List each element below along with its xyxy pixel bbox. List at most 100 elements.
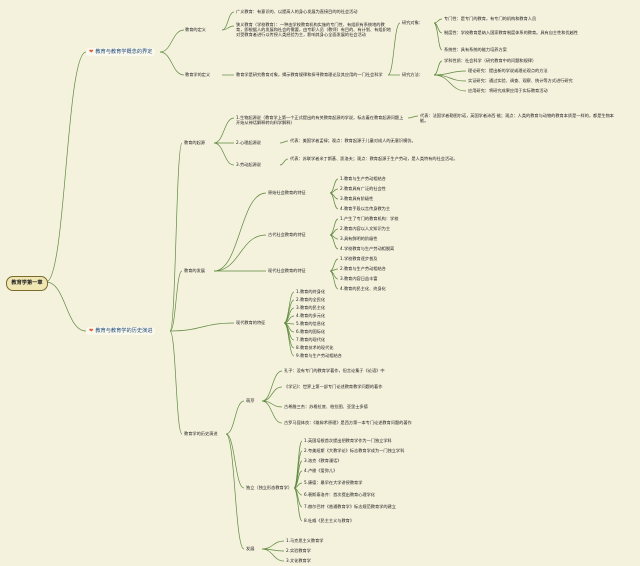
dev-group-2-item-1: 1.产生了专门的教育机构：学校 (340, 216, 399, 221)
node-development[interactable]: 教育的发展 (184, 268, 205, 273)
trend-3: 3.教育的民主化 (296, 305, 326, 310)
node-research-methods[interactable]: 研究方法： (402, 72, 423, 77)
indep-6: 6.裴斯泰洛齐：首次提出教育心理学化 (304, 492, 375, 497)
dev-group-3-item-1: 1.学校教育逐步普及 (340, 256, 378, 261)
trend-7: 7.教育的现代化 (296, 337, 326, 342)
dev-group-2-item-4: 4.学校教育与生产劳动相脱离 (340, 246, 395, 251)
connector-line (387, 22, 401, 76)
connector-line (279, 140, 289, 144)
research-method-4: 应用研究：将研究成果应用于实际教育活动 (468, 88, 548, 93)
connector-line (225, 400, 245, 435)
connector-line (213, 192, 267, 272)
node-education-def[interactable]: 教育的定义 (185, 27, 206, 32)
connector-line (213, 234, 267, 272)
connector-line (433, 22, 443, 51)
connector-line (283, 322, 295, 349)
connector-line (279, 158, 289, 166)
connector-line (261, 370, 283, 402)
indep-2: 2.夸美纽斯《大教学论》标志教育学成为一门独立学科 (304, 448, 405, 453)
root-node[interactable]: 教育学第一章 (6, 276, 48, 291)
connector-line (261, 540, 285, 550)
indep-1: 1.英国培根首次提出把教育学作为一门独立学科 (304, 438, 392, 443)
research-object-1: 专门性：是专门的教育，有专门的机构和教育人员 (444, 16, 537, 21)
dev-group-3[interactable]: 现代社会教育的特征 (268, 268, 306, 273)
growth-1: 1.马克思主义教育学 (286, 538, 324, 543)
connector-line (225, 433, 245, 489)
connector-line (221, 25, 235, 31)
node-pedagogy-text: 教育学是研究教育对象，揭示教育规律和探寻教育理论及其应用的一门社会科学 (236, 72, 383, 77)
history-sprout[interactable]: 萌芽 (246, 398, 255, 403)
heart-icon: ❤ (89, 328, 94, 334)
research-object-2: 制度性：学校教育是纳入国家教育制度体系的教育。具有自主性和优越性 (444, 30, 579, 35)
connector-line (45, 51, 87, 283)
connector-line (261, 548, 285, 562)
branch-definitions[interactable]: ❤教育与教育学概念的界定 (86, 48, 156, 56)
origin-2-note: 代表：美国学者孟禄；观点：教育起源于儿童对成人的无意识模仿。 (290, 138, 416, 143)
trend-8: 8.教育技术的现代化 (296, 345, 334, 350)
trend-9: 9.教育与生产劳动相结合 (296, 353, 342, 358)
connector-line (169, 270, 183, 332)
connector-line (261, 400, 283, 424)
sprout-1: 孔子：没有专门的教育学著作，但言论集于《论语》中 (284, 368, 385, 373)
branch-history-title: 教育与教育学的历史演进 (95, 328, 153, 334)
origin-1: 1.生物起源说（教育学上第一个正式提出的有关教育起源的学说，标志着在教育起源问题… (236, 115, 404, 126)
connector-line (225, 433, 245, 550)
indep-4: 4.卢梭《爱弥儿》 (304, 468, 338, 473)
research-method-3: 实证研究：通过实验、调查、观察、统计等方式进行研究 (468, 78, 573, 83)
connector-line (407, 115, 419, 119)
connector-line (433, 60, 443, 76)
connector-line (433, 74, 467, 92)
research-object-3: 系统性：具有系统的能力培养方案 (444, 47, 507, 52)
node-education-broad: 广义教育：有意识的、以提高人的身心发展为直接目的的社会活动 (236, 9, 358, 14)
node-education-narrow: 狭义教育（学校教育）：一种由学校教育机构实施的专门性、有组织有系统地的教育，即根… (236, 22, 391, 38)
heart-icon: ❤ (89, 49, 94, 55)
connector-line (329, 270, 339, 290)
node-research-objects[interactable]: 研究对象： (402, 20, 423, 25)
origin-3-note: 代表：苏联学者米丁斯基、凯洛夫；观点：教育起源于生产劳动，是人类特有的社会活动。 (290, 156, 458, 161)
dev-group-1-item-1: 1.教育与生产劳动相结合 (340, 176, 386, 181)
node-pedagogy-def[interactable]: 教育学的定义 (185, 72, 211, 77)
connector-line (293, 487, 303, 522)
origin-1-note: 代表：法国学者勒图尔诺，英国学者沛西·能；观点：人类的教育与动物的教育本质是一样… (420, 113, 614, 124)
sprout-2: 《学记》：世界上第一部专门论述教育教学问题的著作 (284, 384, 383, 389)
connector-line (159, 29, 185, 53)
node-trends[interactable]: 现代教育的特征 (236, 320, 266, 325)
connector-line (329, 192, 339, 210)
trend-2: 2.教育的全民化 (296, 297, 326, 302)
sprout-3: 古希腊三杰：苏格拉底、柏拉图、亚里士多德 (284, 404, 368, 409)
sprout-4: 古罗马昆体良：《雄辩术原理》是西方第一本专门论述教育问题的著作 (284, 420, 412, 425)
dev-group-2[interactable]: 古代社会教育的特征 (268, 232, 306, 237)
branch-history[interactable]: ❤教育与教育学的历史演进 (86, 327, 156, 335)
indep-3: 3.洛克《教育漫话》 (304, 458, 342, 463)
node-origin[interactable]: 教育的起源 (184, 140, 205, 145)
connector-line (433, 18, 443, 24)
connector-line (213, 142, 235, 166)
trend-6: 6.教育的国际化 (296, 329, 326, 334)
dev-group-1-item-2: 2.教育具有广泛的社会性 (340, 186, 386, 191)
connector-line (169, 142, 183, 332)
origin-2: 2.心理起源说 (236, 140, 261, 145)
connector-line (261, 386, 283, 402)
growth-3: 3.文化教育学 (286, 558, 311, 563)
history-independent[interactable]: 独立（独立形态教育学） (246, 485, 293, 490)
connector-line (283, 322, 295, 357)
dev-group-3-item-3: 3.教育内容日益丰富 (340, 276, 378, 281)
indep-5: 5.康德：最早在大学讲授教育学 (304, 480, 363, 485)
trend-5: 5.教育的信息化 (296, 321, 326, 326)
dev-group-1[interactable]: 原始社会教育的特征 (268, 190, 306, 195)
dev-group-3-item-4: 4.教育的民主化、终身化 (340, 286, 386, 291)
node-history[interactable]: 教育学的历史演进 (184, 431, 218, 436)
connector-line (283, 291, 295, 324)
connector-line (169, 330, 183, 435)
branch-definitions-title: 教育与教育学概念的界定 (95, 49, 153, 55)
indep-8: 8.杜威《民主主义与教育》 (304, 518, 355, 523)
research-method-2: 理论研究：提出新的学说或理论观点的方法 (468, 68, 548, 73)
dev-group-1-item-4: 4.教育手段以言传身教为主 (340, 206, 391, 211)
growth-2: 2.实验教育学 (286, 548, 311, 553)
indep-7: 7.赫尔巴特《普通教育学》标志规范教育学的建立 (304, 504, 396, 509)
dev-group-2-item-2: 2.教育内容以人文知识为主 (340, 226, 391, 231)
history-growth[interactable]: 发展 (246, 546, 255, 551)
connector-line (159, 51, 185, 76)
